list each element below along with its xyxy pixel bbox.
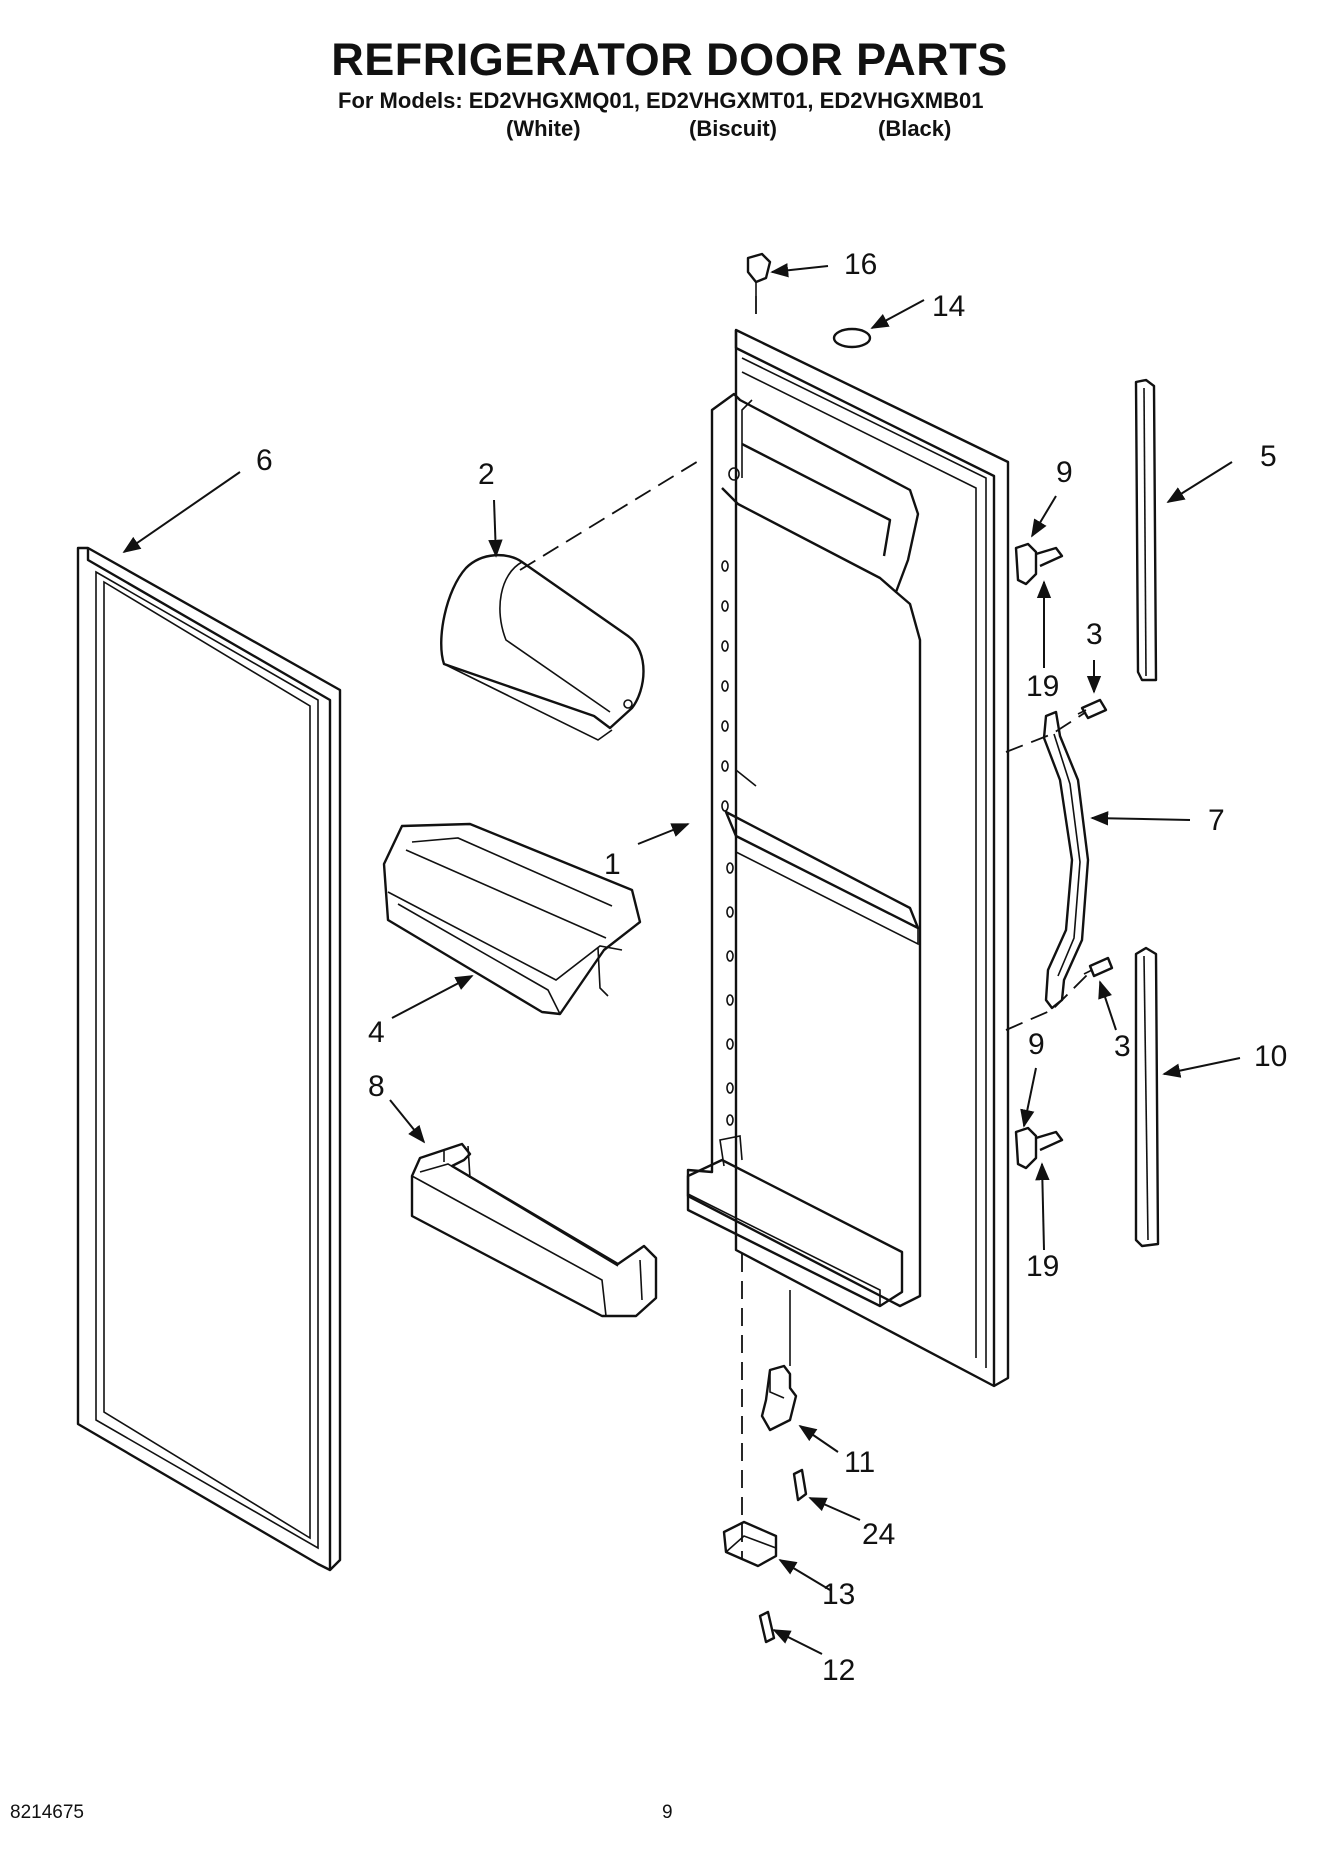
callout-13: 13	[822, 1578, 855, 1611]
callout-11: 11	[844, 1446, 875, 1479]
hinge-cap-part	[832, 327, 872, 349]
door-handle-part	[1042, 710, 1090, 1010]
assembly-lines	[519, 296, 1093, 1560]
door-trim-top-part	[1134, 378, 1158, 682]
handle-bracket-upper-part	[1014, 542, 1064, 586]
callout-12: 12	[822, 1654, 855, 1687]
model-list: For Models: ED2VHGXMQ01, ED2VHGXMT01, ED…	[338, 88, 984, 113]
callout-19-lower: 19	[1026, 1250, 1059, 1283]
door-shelf-part	[410, 1142, 658, 1318]
document-number: 8214675	[10, 1802, 84, 1823]
callout-24: 24	[862, 1518, 895, 1551]
page-number: 9	[662, 1802, 673, 1823]
callout-9-upper: 9	[1056, 456, 1073, 489]
page-title: REFRIGERATOR DOOR PARTS	[331, 34, 1008, 85]
callout-6: 6	[256, 444, 273, 477]
callout-2: 2	[478, 458, 495, 491]
callout-14: 14	[932, 290, 965, 323]
callout-5: 5	[1260, 440, 1277, 473]
callout-7: 7	[1208, 804, 1225, 837]
callout-leaders	[122, 263, 1241, 1655]
door-assembly-part	[686, 328, 1010, 1388]
hinge-bolt-part	[758, 1610, 776, 1644]
callout-4: 4	[368, 1016, 385, 1049]
color-white: (White)	[506, 116, 581, 141]
door-bin-part	[382, 822, 642, 1016]
door-trim-bottom-part	[1134, 946, 1160, 1248]
hinge-bracket-part	[722, 1520, 778, 1568]
dairy-door-part	[440, 553, 645, 741]
callout-1: 1	[604, 848, 621, 881]
color-biscuit: (Biscuit)	[689, 116, 777, 141]
bottom-hinge-part	[760, 1364, 798, 1432]
callout-3-lower: 3	[1114, 1030, 1131, 1063]
hinge-screw-part	[792, 1468, 808, 1502]
callout-16: 16	[844, 248, 877, 281]
callout-19-upper: 19	[1026, 670, 1059, 703]
handle-screw-lower-part	[1083, 956, 1114, 978]
callout-3-upper: 3	[1086, 618, 1103, 651]
callout-10: 10	[1254, 1040, 1287, 1073]
handle-bracket-lower-part	[1014, 1126, 1064, 1170]
callout-9-lower: 9	[1028, 1028, 1045, 1061]
handle-screw-upper-part	[1077, 698, 1108, 720]
door-gasket-part	[76, 546, 342, 1572]
hinge-plug-part	[746, 252, 772, 296]
color-black: (Black)	[878, 116, 952, 141]
callout-8: 8	[368, 1070, 385, 1103]
